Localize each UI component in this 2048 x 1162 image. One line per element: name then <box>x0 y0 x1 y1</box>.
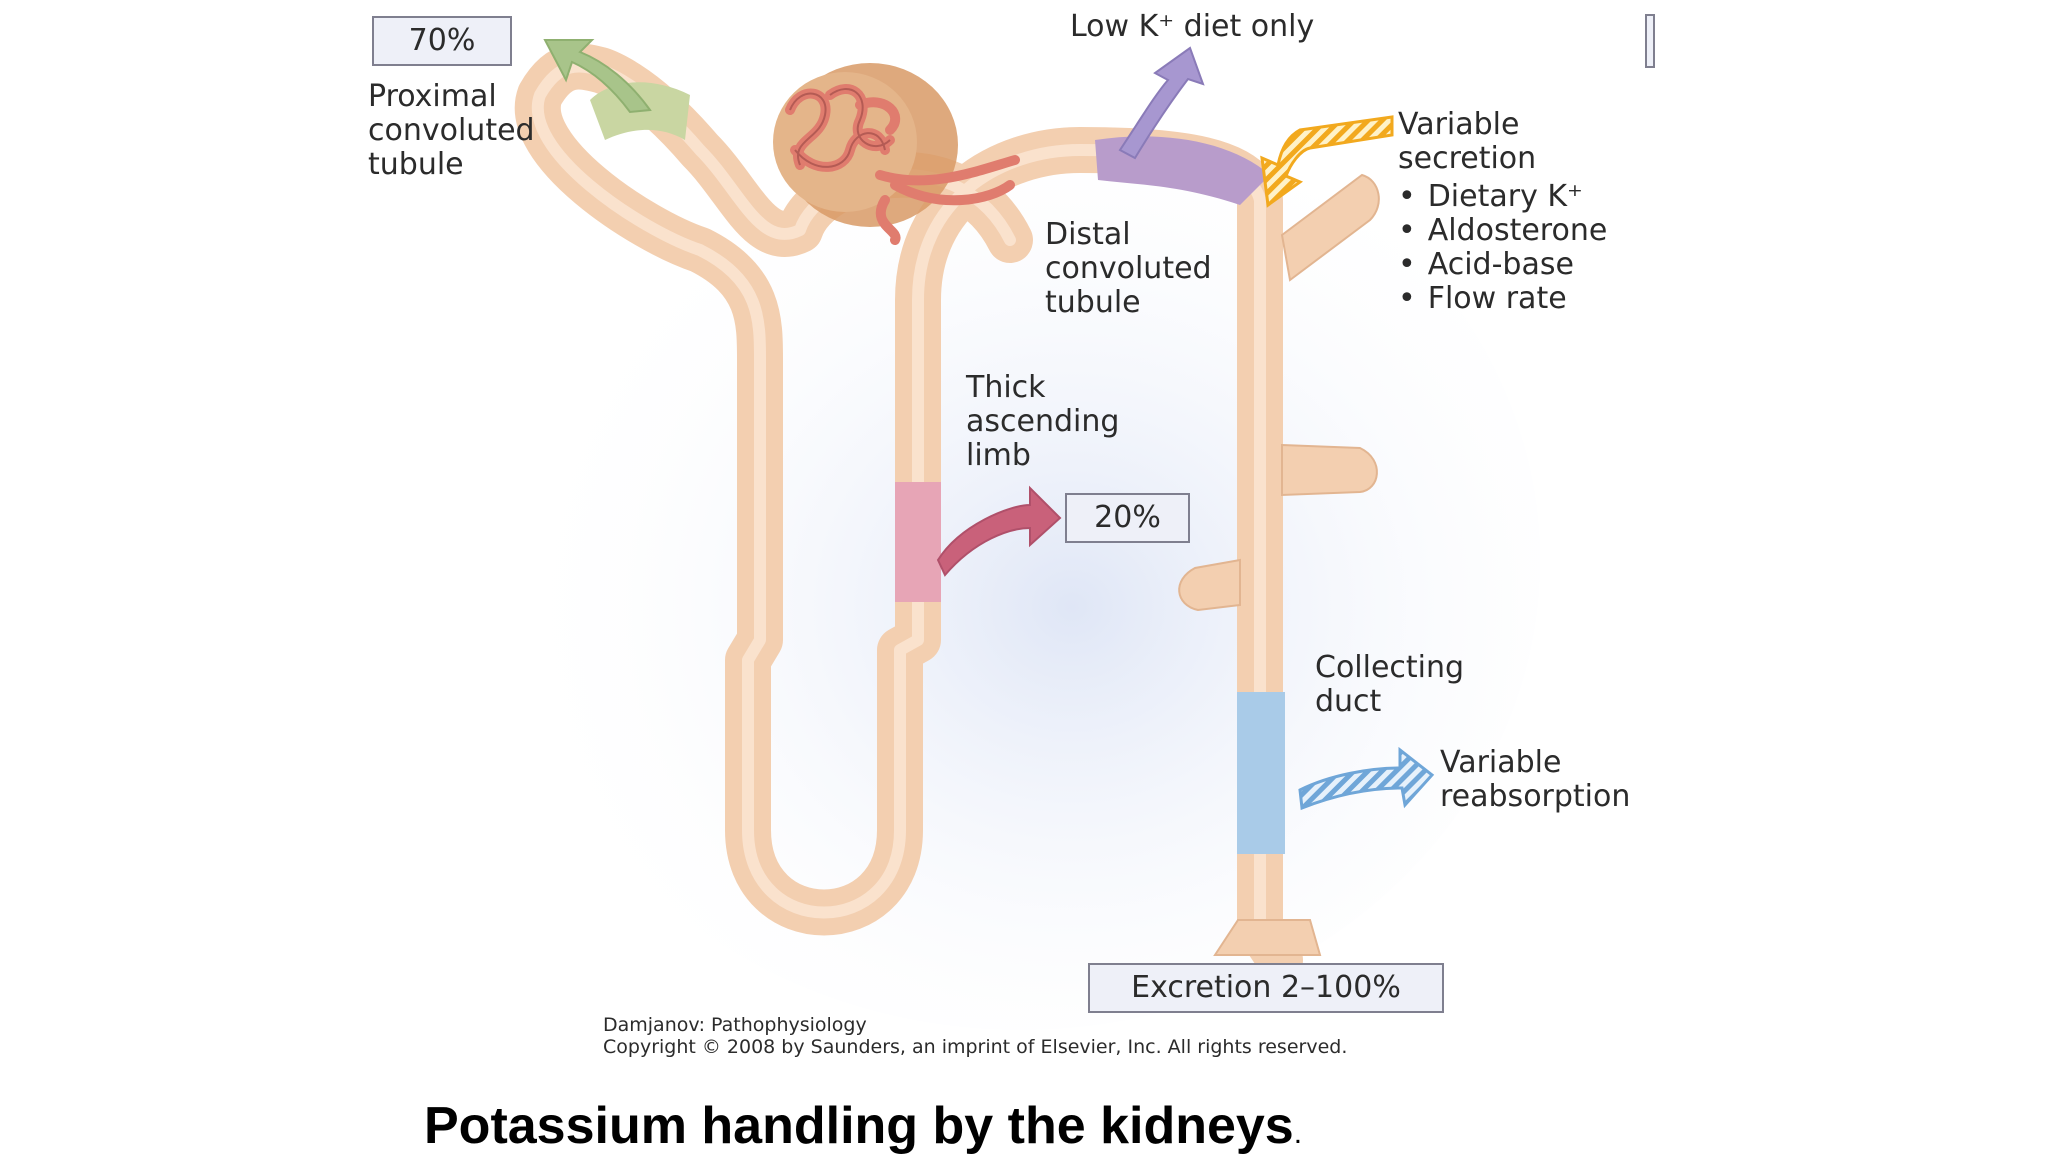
proximal-percentage-box: 70% <box>372 16 512 66</box>
glomerulus-group <box>773 63 1020 245</box>
variable-reabsorption-label: Variable reabsorption <box>1440 745 1631 814</box>
nephron-tubule <box>514 43 1303 983</box>
proximal-tubule-label: Proximal convoluted tubule <box>368 79 535 182</box>
cropped-box-edge <box>1645 14 1655 68</box>
secretion-factors-list: Dietary K⁺ Aldosterone Acid-base Flow ra… <box>1398 180 1608 316</box>
thick-ascending-segment <box>895 482 941 602</box>
factor-dietary-k: Dietary K⁺ <box>1398 180 1607 214</box>
collecting-duct-label: Collecting duct <box>1315 650 1465 719</box>
tubule-highlight <box>531 60 1266 936</box>
collecting-duct-branches <box>1178 173 1380 956</box>
caption-text: Potassium handling by the kidneys <box>424 1097 1294 1155</box>
purple-arrow <box>1118 46 1205 160</box>
low-k-diet-label: Low K⁺ diet only <box>1070 9 1315 44</box>
distal-tubule-label: Distal convoluted tubule <box>1045 217 1212 320</box>
caption-period: . <box>1293 1117 1303 1150</box>
slide-caption: Potassium handling by the kidneys. <box>424 1098 1302 1162</box>
branch-lower <box>1178 558 1241 612</box>
blue-arrow <box>1298 746 1435 811</box>
factor-aldosterone: Aldosterone <box>1398 214 1608 248</box>
factor-acid-base: Acid-base <box>1398 248 1607 282</box>
green-arrow <box>543 39 652 114</box>
excretion-box: Excretion 2–100% <box>1088 963 1444 1013</box>
variable-secretion-label: Variable secretion <box>1398 107 1537 176</box>
collecting-segment <box>1237 692 1285 854</box>
orange-arrow <box>1260 115 1394 208</box>
branch-top <box>1280 173 1380 282</box>
thick-limb-percentage-box: 20% <box>1065 493 1190 543</box>
source-credit: Damjanov: Pathophysiology Copyright © 20… <box>603 1014 1348 1058</box>
pink-arrow <box>936 485 1062 577</box>
branch-middle <box>1281 443 1378 497</box>
thick-ascending-limb-label: Thick ascending limb <box>966 370 1120 473</box>
duct-base <box>1213 919 1322 956</box>
factor-flow-rate: Flow rate <box>1398 282 1607 316</box>
